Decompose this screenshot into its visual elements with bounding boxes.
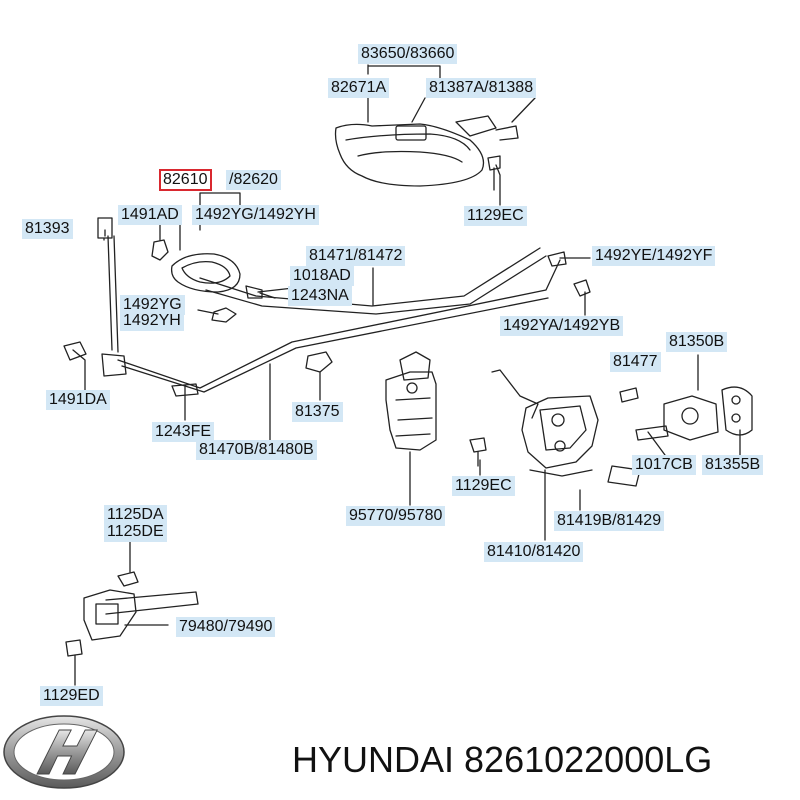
label-1017CB: 1017CB — [632, 455, 696, 475]
footer-part-title: HYUNDAI 8261022000LG — [292, 739, 713, 780]
label-81355B: 81355B — [702, 455, 764, 475]
label-79480: 79480/79490 — [176, 617, 276, 637]
label-82671A: 82671A — [328, 78, 390, 98]
label-81350B: 81350B — [666, 332, 728, 352]
label-1243FE: 1243FE — [152, 422, 215, 442]
label-83650: 83650/83660 — [358, 44, 458, 64]
label-95770: 95770/95780 — [346, 506, 446, 526]
label-1492YG: 1492YG — [120, 295, 185, 315]
label-1125DE: 1125DE — [104, 522, 167, 542]
hyundai-logo-icon — [3, 715, 125, 789]
clip-81375 — [305, 351, 333, 373]
label-1018AD: 1018AD — [290, 266, 354, 286]
label-1129EC-top: 1129EC — [464, 206, 527, 226]
door-latch — [491, 369, 641, 487]
label-1129EC-mid: 1129EC — [452, 476, 515, 496]
striker-assembly — [619, 386, 753, 441]
lock-actuator — [385, 351, 487, 467]
label-82610-highlighted: 82610 — [159, 169, 212, 191]
label-1492YH: 1492YH — [120, 311, 184, 331]
label-1492YE: 1492YE/1492YF — [592, 246, 716, 266]
label-81419B: 81419B/81429 — [554, 511, 665, 531]
label-1243NA: 1243NA — [288, 286, 352, 306]
leader-lines — [72, 64, 741, 686]
label-81477: 81477 — [610, 352, 661, 372]
label-81375: 81375 — [292, 402, 343, 422]
label-81393: 81393 — [22, 219, 73, 239]
label-81387A: 81387A/81388 — [426, 78, 537, 98]
label-1129ED: 1129ED — [40, 686, 103, 706]
label-82620: /82620 — [226, 170, 281, 190]
inside-handle — [97, 217, 263, 323]
label-1492YG-YH-top: 1492YG/1492YH — [192, 205, 319, 225]
label-1491DA: 1491DA — [46, 390, 110, 410]
outside-handle — [334, 115, 519, 191]
label-1491AD: 1491AD — [118, 205, 182, 225]
label-1492YA: 1492YA/1492YB — [500, 316, 624, 336]
label-81470B: 81470B/81480B — [196, 440, 317, 460]
label-81471: 81471/81472 — [306, 246, 406, 266]
door-checker — [65, 571, 199, 657]
label-81410: 81410/81420 — [484, 542, 584, 562]
linkage-rods — [63, 235, 591, 397]
label-1125DA: 1125DA — [104, 505, 167, 525]
